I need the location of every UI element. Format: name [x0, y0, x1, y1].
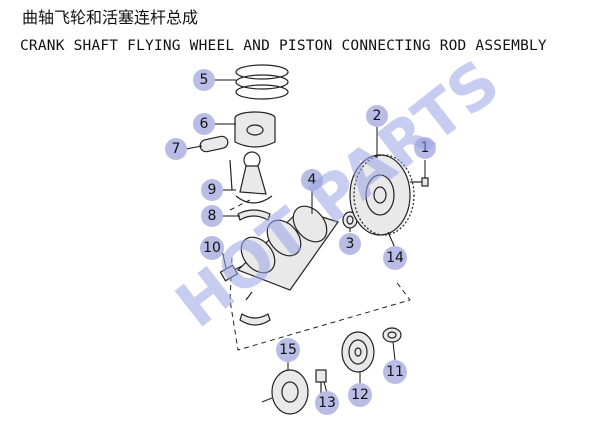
- part-flywheel: [349, 154, 415, 236]
- callout-6: 6: [193, 113, 215, 135]
- callout-1-label: 1: [421, 140, 430, 156]
- part-pulley-bolt: [315, 369, 327, 394]
- part-connecting-rod: [229, 151, 273, 204]
- callout-12: 12: [348, 383, 372, 407]
- callout-5: 5: [193, 69, 215, 91]
- callout-5-label: 5: [200, 72, 209, 88]
- part-piston-pin: [199, 135, 229, 153]
- callout-14-label: 14: [386, 250, 404, 266]
- part-timing-gear: [382, 327, 402, 343]
- callout-11: 11: [383, 360, 407, 384]
- callout-12-label: 12: [351, 387, 369, 403]
- part-damper-pulley: [261, 369, 309, 415]
- callout-3-label: 3: [346, 236, 355, 252]
- callout-13: 13: [315, 391, 339, 415]
- diagram-title-chinese: 曲轴飞轮和活塞连杆总成: [22, 8, 199, 27]
- callout-4: 4: [301, 169, 323, 191]
- callout-2-label: 2: [373, 108, 382, 124]
- callout-7-label: 7: [172, 141, 181, 157]
- callout-8: 8: [201, 205, 223, 227]
- callout-15-label: 15: [279, 342, 297, 358]
- part-pulley: [341, 331, 375, 373]
- callout-10: 10: [200, 236, 224, 260]
- callout-4-label: 4: [308, 172, 317, 188]
- callout-10-label: 10: [203, 240, 221, 256]
- callout-7: 7: [165, 138, 187, 160]
- part-piston-rings: [235, 64, 289, 100]
- callout-2: 2: [366, 105, 388, 127]
- part-crankshaft: [219, 205, 339, 291]
- callout-9: 9: [201, 179, 223, 201]
- callout-15: 15: [276, 338, 300, 362]
- callout-13-label: 13: [318, 395, 336, 411]
- callout-3: 3: [339, 233, 361, 255]
- part-piston: [234, 111, 276, 148]
- callout-6-label: 6: [200, 116, 209, 132]
- callout-8-label: 8: [208, 208, 217, 224]
- callout-9-label: 9: [208, 182, 217, 198]
- part-main-bearings: [239, 291, 271, 326]
- callout-1: 1: [414, 137, 436, 159]
- part-rod-bearings: [237, 209, 271, 221]
- callout-14: 14: [383, 246, 407, 270]
- diagram-title-english: CRANK SHAFT FLYING WHEEL AND PISTON CONN…: [20, 38, 547, 54]
- callout-11-label: 11: [386, 364, 404, 380]
